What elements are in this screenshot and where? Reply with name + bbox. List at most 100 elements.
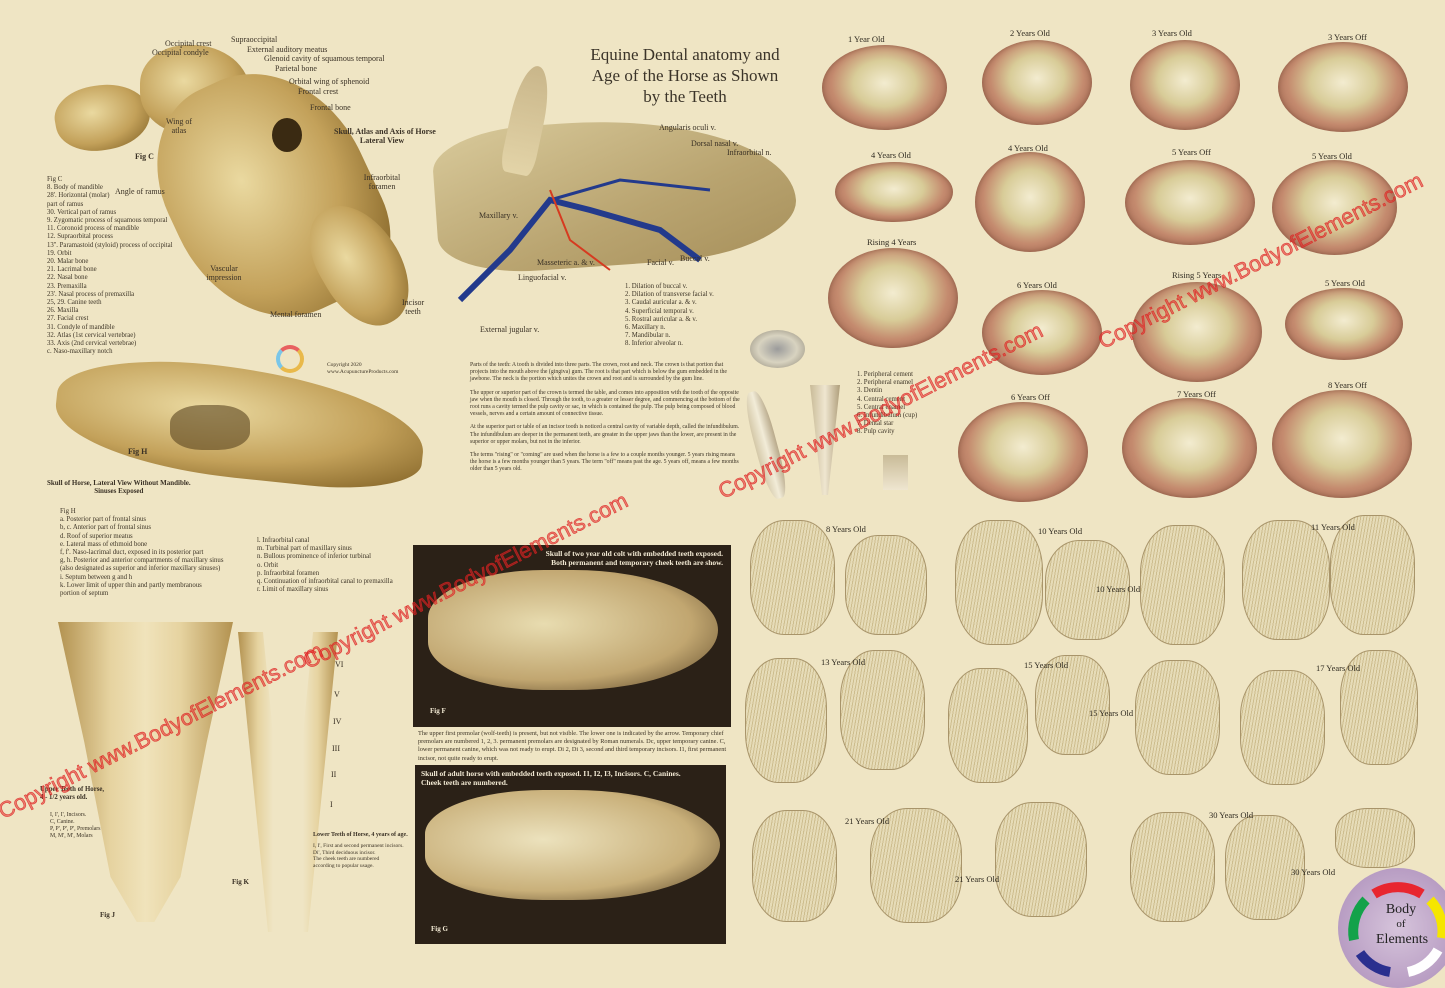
legend-item: (also designated as superior and inferio… xyxy=(60,565,221,573)
legend-item: 6. Maxillary n. xyxy=(625,324,666,332)
horse-mouth-teeth-image xyxy=(1272,390,1412,498)
copyright-url: www.AcupunctureProducts.com xyxy=(327,368,399,375)
incisor-engraving-image xyxy=(752,810,837,922)
colt-skull-image xyxy=(428,570,718,690)
age-label: 10 Years Old xyxy=(1096,584,1141,594)
legend-item: 3. Caudal auricular a. & v. xyxy=(625,299,697,307)
legend-item: 4. Central cement xyxy=(857,395,906,403)
fig-f-note: The upper first premolar (wolf-teeth) is… xyxy=(418,730,727,762)
fig-f-label: Fig F xyxy=(430,707,446,715)
description-paragraph: The upper or superior part of the crown … xyxy=(470,389,740,418)
fig-h-caption: Skull of Horse, Lateral View Without Man… xyxy=(47,479,191,495)
incisor-engraving-image xyxy=(840,650,925,770)
legend-item: M, M', M', Molars xyxy=(50,833,93,839)
legend-item: f, f'. Naso-lacrimal duct, exposed in it… xyxy=(60,549,204,557)
horse-mouth-teeth-image xyxy=(958,402,1088,502)
legend-item: k. Lower limit of upper thin and partly … xyxy=(60,581,202,589)
incisor-engraving-image xyxy=(1242,520,1330,640)
legend-item: 7. Dental star xyxy=(857,420,894,428)
legend-item: e. Lateral mass of ethmoid bone xyxy=(60,540,148,548)
fig-c-caption-line2: Lateral View xyxy=(359,136,405,145)
legend-item: 2. Dilation of transverse facial v. xyxy=(625,291,714,299)
legend-title: Fig H xyxy=(60,508,76,515)
legend-item: 12. Supraorbital process xyxy=(47,233,113,241)
incisor-engraving-image xyxy=(1225,815,1305,920)
tooth-stub-illustration xyxy=(883,455,908,490)
legend-item: 27. Facial crest xyxy=(47,315,89,323)
description-paragraph: Parts of the teeth: A tooth is divided i… xyxy=(470,362,727,383)
legend-item: I, I', First and second permanent inciso… xyxy=(313,843,404,849)
fig-j-label: Fig J xyxy=(100,911,115,919)
incisor-engraving-image xyxy=(845,535,927,635)
horse-mouth-teeth-image xyxy=(1272,160,1397,255)
description-paragraph: The terms "rising" or "coming" are used … xyxy=(470,452,739,473)
fig-g-photo: Skull of adult horse with embedded teeth… xyxy=(415,765,726,944)
label-angle-of-ramus: Angle of ramus xyxy=(115,187,165,196)
logo-line2: of xyxy=(1396,918,1406,930)
label-linguofacial-v: Linguofacial v. xyxy=(518,273,567,282)
logo-text: Body of Elements xyxy=(1376,902,1429,947)
label-vascular-impression: Vascular impression xyxy=(206,264,242,282)
incisor-engraving-image xyxy=(1035,655,1110,755)
legend-item: Di', Third deciduous incisor. xyxy=(313,849,376,856)
legend-item: b, c. Anterior part of frontal sinus xyxy=(60,524,151,532)
fig-j-caption: Upper Teeth of Horse,4 - 1/2 years old. xyxy=(40,786,104,802)
incisor-engraving-image xyxy=(1335,808,1415,868)
fig-f-caption-line1: Skull of two year old colt with embedded… xyxy=(545,549,723,558)
logo-line3: Elements xyxy=(1376,932,1429,947)
logo-line1: Body xyxy=(1385,902,1417,917)
legend-item: 33. Axis (2nd cervical vertebrae) xyxy=(47,340,137,348)
age-label: 3 Years Old xyxy=(1152,28,1192,38)
age-label: Rising 4 Years xyxy=(867,237,917,247)
legend-item: 5. Rostral auricular a. & v. xyxy=(625,315,698,323)
horse-mouth-teeth-image xyxy=(1278,42,1408,132)
legend-item: 26. Maxilla xyxy=(47,307,79,315)
age-label: 30 Years Old xyxy=(1291,867,1336,877)
legend-item: m. Turbinal part of maxillary sinus xyxy=(257,545,352,553)
fig-k-caption: Lower Teeth of Horse, 4 years of age. xyxy=(313,832,408,838)
label-supraoccipital: Supraoccipital xyxy=(231,35,278,44)
age-label: 13 Years Old xyxy=(821,657,866,667)
legend-item: part of ramus xyxy=(47,200,84,208)
horse-mouth-teeth-image xyxy=(982,290,1102,375)
legend-item: l. Infraorbital canal xyxy=(257,537,310,544)
legend-item: 22. Nasal bone xyxy=(47,274,88,282)
age-label: 21 Years Old xyxy=(845,816,890,826)
fig-g-caption-line2: Cheek teeth are numbered. xyxy=(421,778,508,787)
age-label: 8 Years Old xyxy=(826,524,866,534)
incisor-engraving-image xyxy=(1045,540,1130,640)
label-glenoid-cavity: Glenoid cavity of squamous temporal xyxy=(264,54,385,63)
label-incisor-teeth: Incisor teeth xyxy=(402,298,425,316)
age-label: 7 Years Off xyxy=(1177,389,1216,399)
age-label: 11 Years Old xyxy=(1311,522,1355,532)
legend-item: 19. Orbit xyxy=(47,249,72,257)
body-of-elements-logo: Body of Elements xyxy=(1338,868,1445,988)
age-label: 4 Years Old xyxy=(1008,143,1048,153)
incisor-engraving-image xyxy=(995,802,1087,917)
legend-item: 6. Infundibulum (cup) xyxy=(857,412,918,420)
fig-k-label: Fig K xyxy=(232,878,249,886)
legend-item: I, I', I', Incisors. xyxy=(50,812,87,818)
label-dorsal-nasal: Dorsal nasal v. xyxy=(691,139,739,148)
label-parietal-bone: Parietal bone xyxy=(275,64,317,73)
fig-h-caption-line1: Skull of Horse, Lateral View Without Man… xyxy=(47,479,191,487)
description-paragraph: At the superior part or table of an inci… xyxy=(470,424,740,445)
horse-mouth-teeth-image xyxy=(982,40,1092,125)
label-mental-foramen: Mental foramen xyxy=(270,310,322,319)
fig-g-caption-line1: Skull of adult horse with embedded teeth… xyxy=(421,769,681,778)
age-label: 6 Years Off xyxy=(1011,392,1050,402)
legend-item: q. Continuation of infraorbital canal to… xyxy=(257,578,393,586)
age-label: 21 Years Old xyxy=(955,874,1000,884)
label-frontal-crest: Frontal crest xyxy=(298,87,339,96)
horse-mouth-teeth-image xyxy=(1132,282,1262,382)
legend-item: c. Naso-maxillary notch xyxy=(47,348,113,356)
incisor-engraving-image xyxy=(1240,670,1325,785)
legend-item: 7. Mandibular n. xyxy=(625,332,671,340)
age-label: 5 Years Old xyxy=(1312,151,1352,161)
age-label: 30 Years Old xyxy=(1209,810,1254,820)
fig-k-legend: I, I', First and second permanent inciso… xyxy=(313,843,404,869)
horse-mouth-teeth-image xyxy=(975,152,1085,252)
legend-item: 30. Vertical part of ramus xyxy=(47,208,117,216)
